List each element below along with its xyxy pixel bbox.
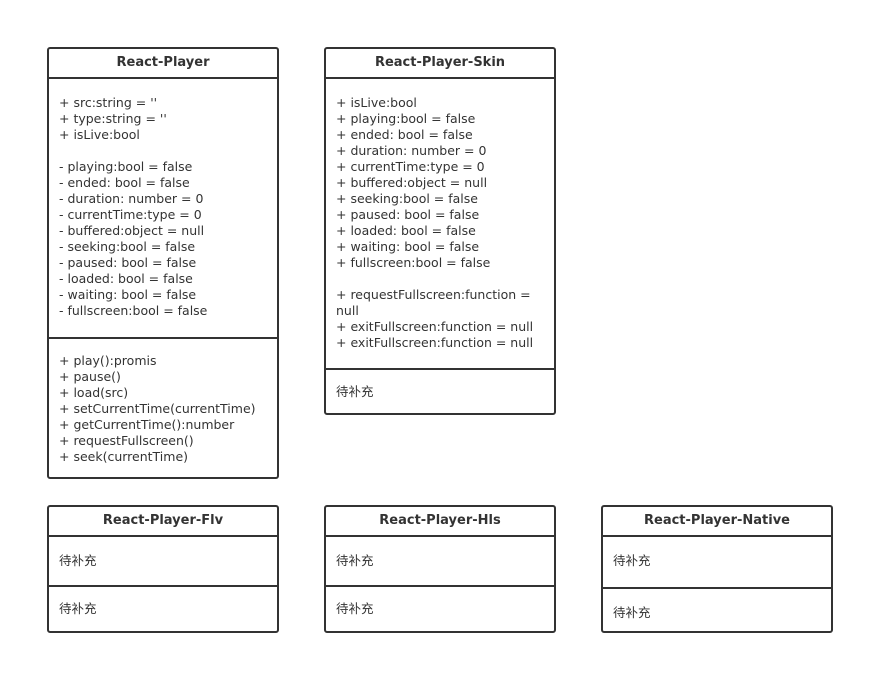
method-line: 待补充 — [336, 384, 374, 399]
methods-section: 待补充 — [49, 585, 277, 617]
methods-section: 待补充 — [326, 585, 554, 617]
attribute-line: - paused: bool = false — [59, 255, 197, 270]
attribute-line: + fullscreen:bool = false — [336, 255, 491, 270]
attribute-line: + duration: number = 0 — [336, 143, 487, 158]
attributes-section: 待补充 — [326, 537, 554, 585]
attribute-line: - loaded: bool = false — [59, 271, 193, 286]
member-spacer — [59, 143, 267, 159]
attribute-line: - seeking:bool = false — [59, 239, 196, 254]
method-line: + play():promis — [59, 353, 157, 368]
method-line: + pause() — [59, 369, 121, 384]
attribute-line: + src:string = '' — [59, 95, 158, 110]
attributes-section: 待补充 — [603, 537, 831, 587]
attribute-line: - playing:bool = false — [59, 159, 193, 174]
attributes-section: + isLive:bool+ playing:bool = false+ end… — [326, 79, 554, 368]
attribute-line: + playing:bool = false — [336, 111, 476, 126]
attribute-line: + isLive:bool — [59, 127, 140, 142]
attribute-line: + waiting: bool = false — [336, 239, 480, 254]
attribute-line: + paused: bool = false — [336, 207, 480, 222]
attribute-line: + ended: bool = false — [336, 127, 473, 142]
methods-section: + play():promis+ pause()+ load(src)+ set… — [49, 337, 277, 465]
method-line: + seek(currentTime) — [59, 449, 189, 464]
attribute-line: + buffered:object = null — [336, 175, 488, 190]
class-box-react-player-native[interactable]: React-Player-Native 待补充 待补充 — [601, 505, 833, 633]
attribute-line: + type:string = '' — [59, 111, 167, 126]
methods-section: 待补充 — [326, 368, 554, 400]
class-name: React-Player-Skin — [326, 49, 554, 79]
attribute-line: + currentTime:type = 0 — [336, 159, 485, 174]
method-line: + load(src) — [59, 385, 129, 400]
attribute-line: null — [336, 303, 359, 318]
attribute-line: + requestFullscreen:function = — [336, 287, 531, 302]
member-spacer — [336, 271, 544, 287]
attribute-line: + loaded: bool = false — [336, 223, 476, 238]
class-box-react-player-flv[interactable]: React-Player-Flv 待补充 待补充 — [47, 505, 279, 633]
class-name: React-Player-Hls — [326, 507, 554, 537]
class-name: React-Player-Native — [603, 507, 831, 537]
attribute-line: + seeking:bool = false — [336, 191, 478, 206]
methods-section: 待补充 — [603, 587, 831, 621]
attribute-line: + isLive:bool — [336, 95, 417, 110]
method-line: 待补充 — [613, 605, 651, 620]
attribute-line: - ended: bool = false — [59, 175, 190, 190]
attribute-line: - buffered:object = null — [59, 223, 205, 238]
class-box-react-player-skin[interactable]: React-Player-Skin + isLive:bool+ playing… — [324, 47, 556, 415]
attribute-line: + exitFullscreen:function = null — [336, 335, 534, 350]
attributes-section: 待补充 — [49, 537, 277, 585]
attribute-line: 待补充 — [336, 553, 374, 568]
method-line: + getCurrentTime():number — [59, 417, 235, 432]
class-box-react-player-hls[interactable]: React-Player-Hls 待补充 待补充 — [324, 505, 556, 633]
attribute-line: 待补充 — [59, 553, 97, 568]
attribute-line: - currentTime:type = 0 — [59, 207, 202, 222]
attribute-line: - waiting: bool = false — [59, 287, 197, 302]
attribute-line: 待补充 — [613, 553, 651, 568]
class-name: React-Player-Flv — [49, 507, 277, 537]
attribute-line: - duration: number = 0 — [59, 191, 204, 206]
attribute-line: + exitFullscreen:function = null — [336, 319, 534, 334]
class-name: React-Player — [49, 49, 277, 79]
attributes-section: + src:string = ''+ type:string = ''+ isL… — [49, 79, 277, 337]
method-line: 待补充 — [59, 601, 97, 616]
method-line: + requestFullscreen() — [59, 433, 194, 448]
method-line: + setCurrentTime(currentTime) — [59, 401, 256, 416]
attribute-line: - fullscreen:bool = false — [59, 303, 208, 318]
class-box-react-player[interactable]: React-Player + src:string = ''+ type:str… — [47, 47, 279, 479]
method-line: 待补充 — [336, 601, 374, 616]
